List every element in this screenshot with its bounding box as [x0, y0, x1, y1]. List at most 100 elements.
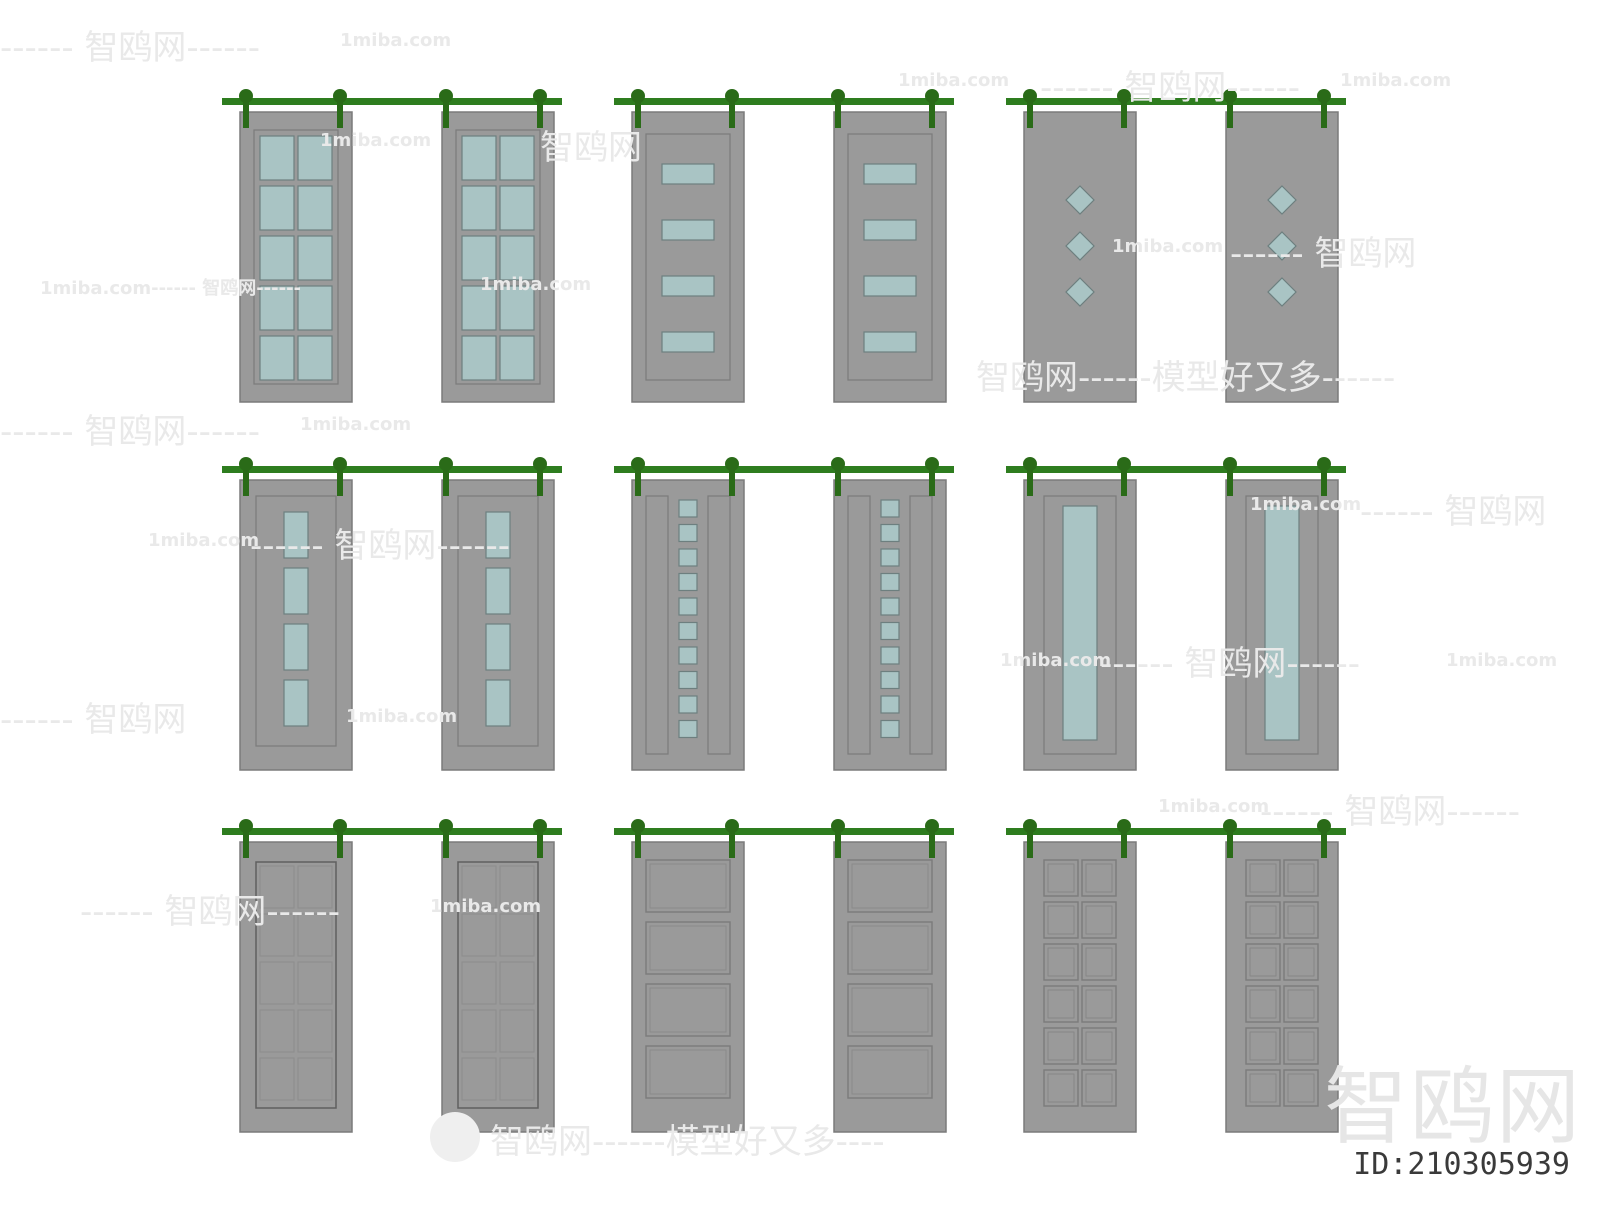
- raised-panel: [1283, 901, 1319, 939]
- glass-lite: [259, 235, 295, 281]
- roller-wheel: [631, 457, 645, 471]
- diamond-lite: [1267, 277, 1297, 307]
- glass-lite: [499, 285, 535, 331]
- side-panel: [847, 495, 871, 755]
- glass-lite: [1062, 505, 1098, 741]
- roller-wheel: [333, 89, 347, 103]
- hanger-strap: [729, 102, 735, 128]
- glass-lite: [880, 499, 900, 518]
- hanger-strap: [635, 102, 641, 128]
- hanger-strap: [337, 470, 343, 496]
- door-slab: [441, 111, 555, 403]
- glass-lite: [297, 185, 333, 231]
- roller-wheel: [1023, 819, 1037, 833]
- door-slab: [441, 841, 555, 1133]
- hanger-strap: [1227, 470, 1233, 496]
- hanger-strap: [1121, 470, 1127, 496]
- hanger-strap: [835, 470, 841, 496]
- glass-lite: [259, 285, 295, 331]
- glass-lite: [678, 572, 698, 592]
- panel-bevel: [1085, 1073, 1113, 1103]
- door-pair-four-raised-panels: [631, 841, 947, 1133]
- raised-panel: [1245, 943, 1281, 981]
- raised-panel: [1043, 901, 1079, 939]
- roller-wheel: [925, 89, 939, 103]
- side-panel: [645, 495, 669, 755]
- glass-lite: [283, 511, 309, 559]
- panel-bevel: [649, 863, 727, 909]
- roller-wheel: [1223, 89, 1237, 103]
- panel-bevel: [1047, 989, 1075, 1019]
- watermark-site-3: 1miba.com: [1340, 70, 1452, 91]
- door-frame-inset: [255, 495, 337, 747]
- glass-lite: [259, 335, 295, 381]
- watermark-big-brand: 智鸥网: [1324, 1058, 1583, 1156]
- door-slab: [1023, 841, 1137, 1133]
- watermark-slogan-1: 智鸥网------模型好又多------: [976, 358, 1396, 398]
- panel-bevel: [851, 987, 929, 1033]
- hanger-strap: [1121, 832, 1127, 858]
- panel-bevel: [1287, 947, 1315, 977]
- hanger-strap: [537, 470, 543, 496]
- hanger-strap: [729, 832, 735, 858]
- glass-lite: [485, 511, 511, 559]
- door-frame-inset: [457, 495, 539, 747]
- watermark-site-8: 1miba.com: [1250, 494, 1362, 515]
- watermark-site-2: 1miba.com: [898, 70, 1010, 91]
- barn-door-rail-assembly: [614, 89, 954, 128]
- watermark-site-13: 1miba.com: [1158, 796, 1270, 817]
- roller-wheel: [831, 819, 845, 833]
- roller-wheel: [1223, 819, 1237, 833]
- panel-bevel: [851, 925, 929, 971]
- glass-lite: [461, 135, 497, 181]
- glass-lite: [863, 163, 917, 185]
- panel-bevel: [1287, 989, 1315, 1019]
- hanger-strap: [243, 832, 249, 858]
- raised-panel: [297, 1057, 333, 1101]
- panel-bevel: [1047, 1073, 1075, 1103]
- watermark-dash-brand-4: ------ 智鸥网------: [0, 412, 261, 452]
- glass-lite: [461, 285, 497, 331]
- glass-lite: [259, 185, 295, 231]
- hanger-strap: [835, 102, 841, 128]
- glass-lite: [297, 285, 333, 331]
- door-frame-inset: [1245, 495, 1319, 755]
- watermark-brand-1: 智鸥网: [540, 128, 642, 168]
- watermark-site-9: 1miba.com: [148, 530, 260, 551]
- watermark-dash-brand-7: ------ 智鸥网------: [1100, 644, 1361, 684]
- raised-panel: [1081, 943, 1117, 981]
- door-slab: [833, 111, 947, 403]
- glass-lite: [661, 331, 715, 353]
- door-pair-grid-glass-2x5: [239, 111, 555, 403]
- raised-panel: [1081, 1027, 1117, 1065]
- hanger-strap: [1227, 102, 1233, 128]
- panel-bevel: [1047, 1031, 1075, 1061]
- panel-bevel: [1085, 989, 1113, 1019]
- panel-bevel: [1287, 905, 1315, 935]
- diamond-lite: [1267, 231, 1297, 261]
- door-frame-inset: [255, 861, 337, 1109]
- hanger-strap: [443, 470, 449, 496]
- hanger-strap: [635, 470, 641, 496]
- watermark-logo-icon: [430, 1112, 480, 1162]
- hanger-strap: [929, 102, 935, 128]
- diamond-lite: [1065, 185, 1095, 215]
- panel-bevel: [1287, 1073, 1315, 1103]
- roller-wheel: [239, 457, 253, 471]
- rail-bar: [1006, 828, 1346, 835]
- glass-lite: [678, 523, 698, 543]
- roller-wheel: [239, 819, 253, 833]
- glass-lite: [880, 695, 900, 714]
- raised-panel: [499, 1009, 535, 1053]
- barn-door-rail-assembly: [222, 819, 562, 858]
- door-pair-full-slim-lite: [1023, 479, 1339, 771]
- door-frame-inset: [645, 133, 731, 381]
- roller-wheel: [533, 819, 547, 833]
- roller-wheel: [1117, 89, 1131, 103]
- panel-bevel: [1249, 1031, 1277, 1061]
- door-frame-inset: [847, 133, 933, 381]
- raised-panel: [847, 983, 933, 1037]
- hanger-strap: [1027, 832, 1033, 858]
- watermark-site-6: 1miba.com: [480, 274, 592, 295]
- watermark-brand-site-1: 1miba.com------ 智鸥网------: [40, 278, 302, 299]
